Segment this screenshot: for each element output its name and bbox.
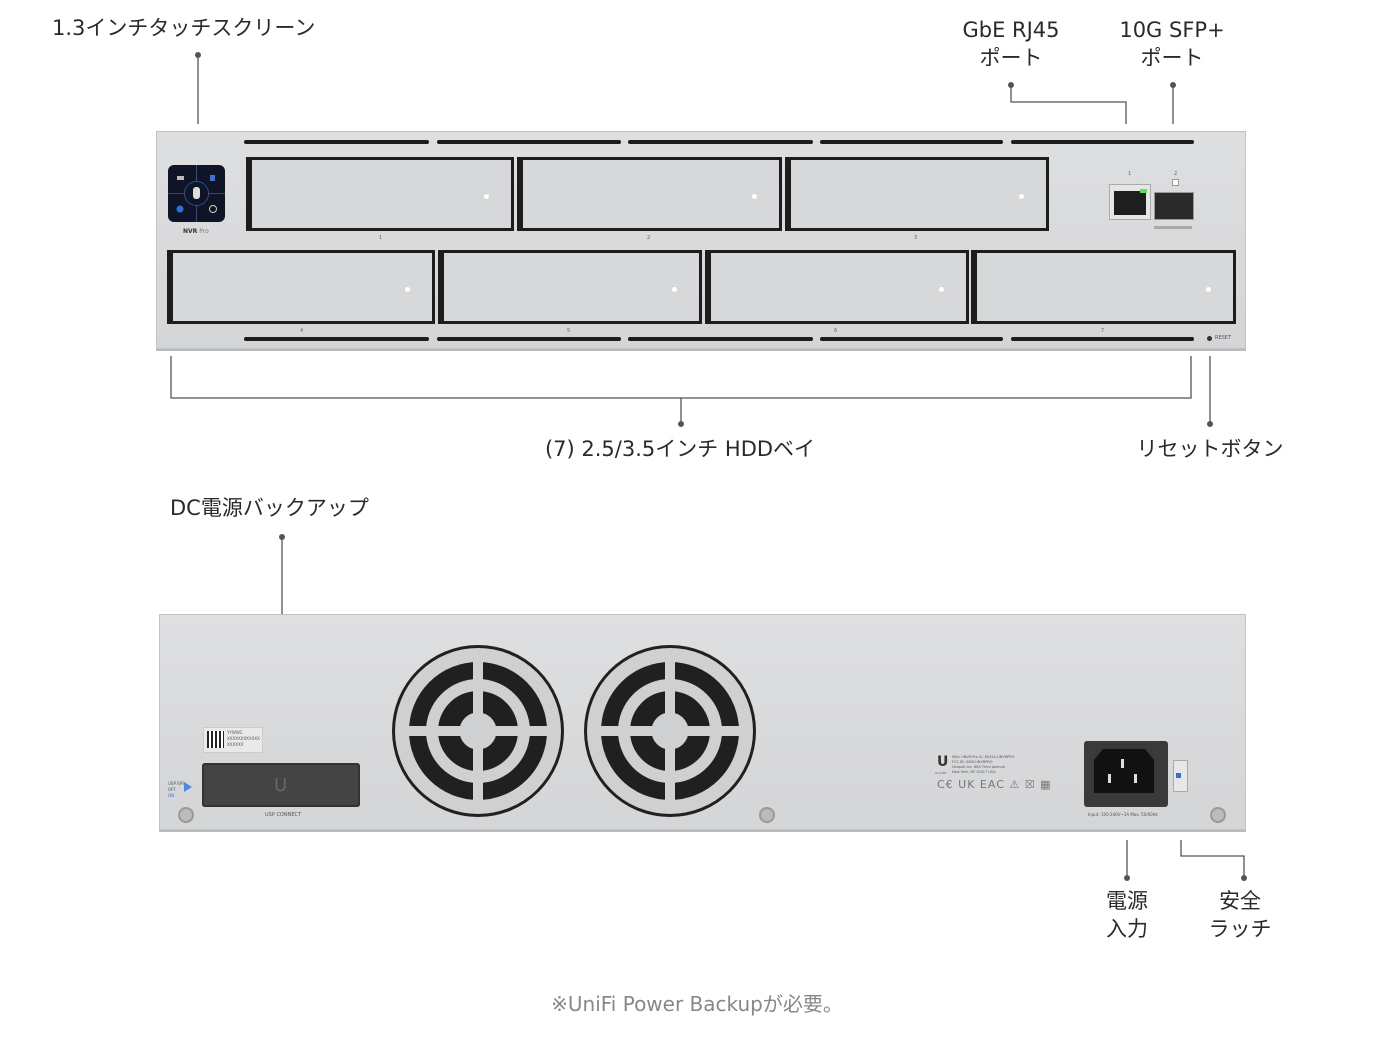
model-label: NVR Pro [183,228,209,235]
usp-connect-port[interactable]: U [202,763,360,807]
bay-number: 3 [914,235,918,241]
gbe-leader [1010,85,1127,124]
port-number: 2 [1174,171,1178,177]
hdd-bay-1[interactable] [246,157,514,231]
bay-number: 2 [647,235,651,241]
sfp-led [1172,179,1179,186]
sfp-port-label-line2: ポート [1140,46,1204,70]
hdd-bay-4[interactable] [167,250,435,324]
screw-icon [178,807,194,823]
certification-marks-icon: C€ UK EAC ⚠ ☒ ▦ [937,778,1052,791]
reset-button-label: リセットボタン [1136,437,1284,461]
fan-2 [584,645,756,817]
fan-1 [392,645,564,817]
fan-grille-icon [587,648,753,814]
hdd-bay-3[interactable] [785,157,1049,231]
sfp-port-label: 10G SFP+ ポート [1119,16,1224,72]
gbe-port-label-line1: GbE RJ45 [962,18,1060,42]
safety-latch-label-line2: ラッチ [1208,917,1272,941]
brand-text: UI.COM [935,771,947,775]
dc-backup-label: DC電源バックアップ [170,496,369,520]
touchscreen-label: 1.3インチタッチスクリーン [52,16,316,40]
qr-code-icon [207,731,224,748]
screw-icon [1210,807,1226,823]
hdd-bay-2[interactable] [517,157,782,231]
footnote: ※UniFi Power Backupが必要。 [551,992,843,1016]
latch-leader [1180,840,1245,878]
usp-connect-label: USP CONNECT [265,812,302,818]
power-rating-label: Input: 100-240V~3A Max. 50/60Hz [1088,812,1158,817]
reset-text: RESET [1215,335,1232,341]
gbe-port-label-line2: ポート [979,46,1043,70]
touchscreen[interactable] [168,165,225,222]
rj45-port[interactable] [1109,184,1151,220]
touchscreen-ui-icon [168,165,225,222]
bay-number: 5 [567,328,571,334]
power-input-socket[interactable] [1084,741,1168,807]
reset-button[interactable] [1207,336,1212,341]
link-led [1140,189,1147,193]
hdd-bay-7[interactable] [971,250,1236,324]
hdd-bay-5[interactable] [438,250,702,324]
bay-number: 6 [834,328,838,334]
front-panel: NVR Pro 1 2 3 4 5 6 7 1 2 RESET [156,131,1246,349]
hdd-bracket [170,356,1192,424]
bay-number: 7 [1101,328,1105,334]
hdd-bays-label: (7) 2.5/3.5インチ HDDベイ [544,437,816,461]
lock-icon [1176,773,1181,778]
safety-latch-label: 安全ラッチ [1209,887,1272,943]
hdd-bay-6[interactable] [705,250,969,324]
power-input-label: 電源入力 [1106,887,1148,943]
brand-logo-icon: U [937,754,949,770]
bay-number: 4 [300,328,304,334]
sfp-label-strip [1154,226,1192,229]
sfp-port[interactable] [1154,192,1194,220]
gbe-port-label: GbE RJ45 ポート [962,16,1059,72]
bay-number: 1 [379,235,383,241]
sfp-port-label-line1: 10G SFP+ [1119,18,1225,42]
ubiquiti-logo-icon: U [274,775,288,796]
screw-icon [759,807,775,823]
power-input-label-line2: 入力 [1106,917,1148,941]
safety-latch[interactable] [1173,760,1188,792]
port-number: 1 [1128,171,1132,177]
safety-latch-label-line1: 安全 [1219,889,1261,913]
power-input-label-line1: 電源 [1106,889,1148,913]
usp-led-icon [184,782,192,792]
fan-grille-icon [395,648,561,814]
